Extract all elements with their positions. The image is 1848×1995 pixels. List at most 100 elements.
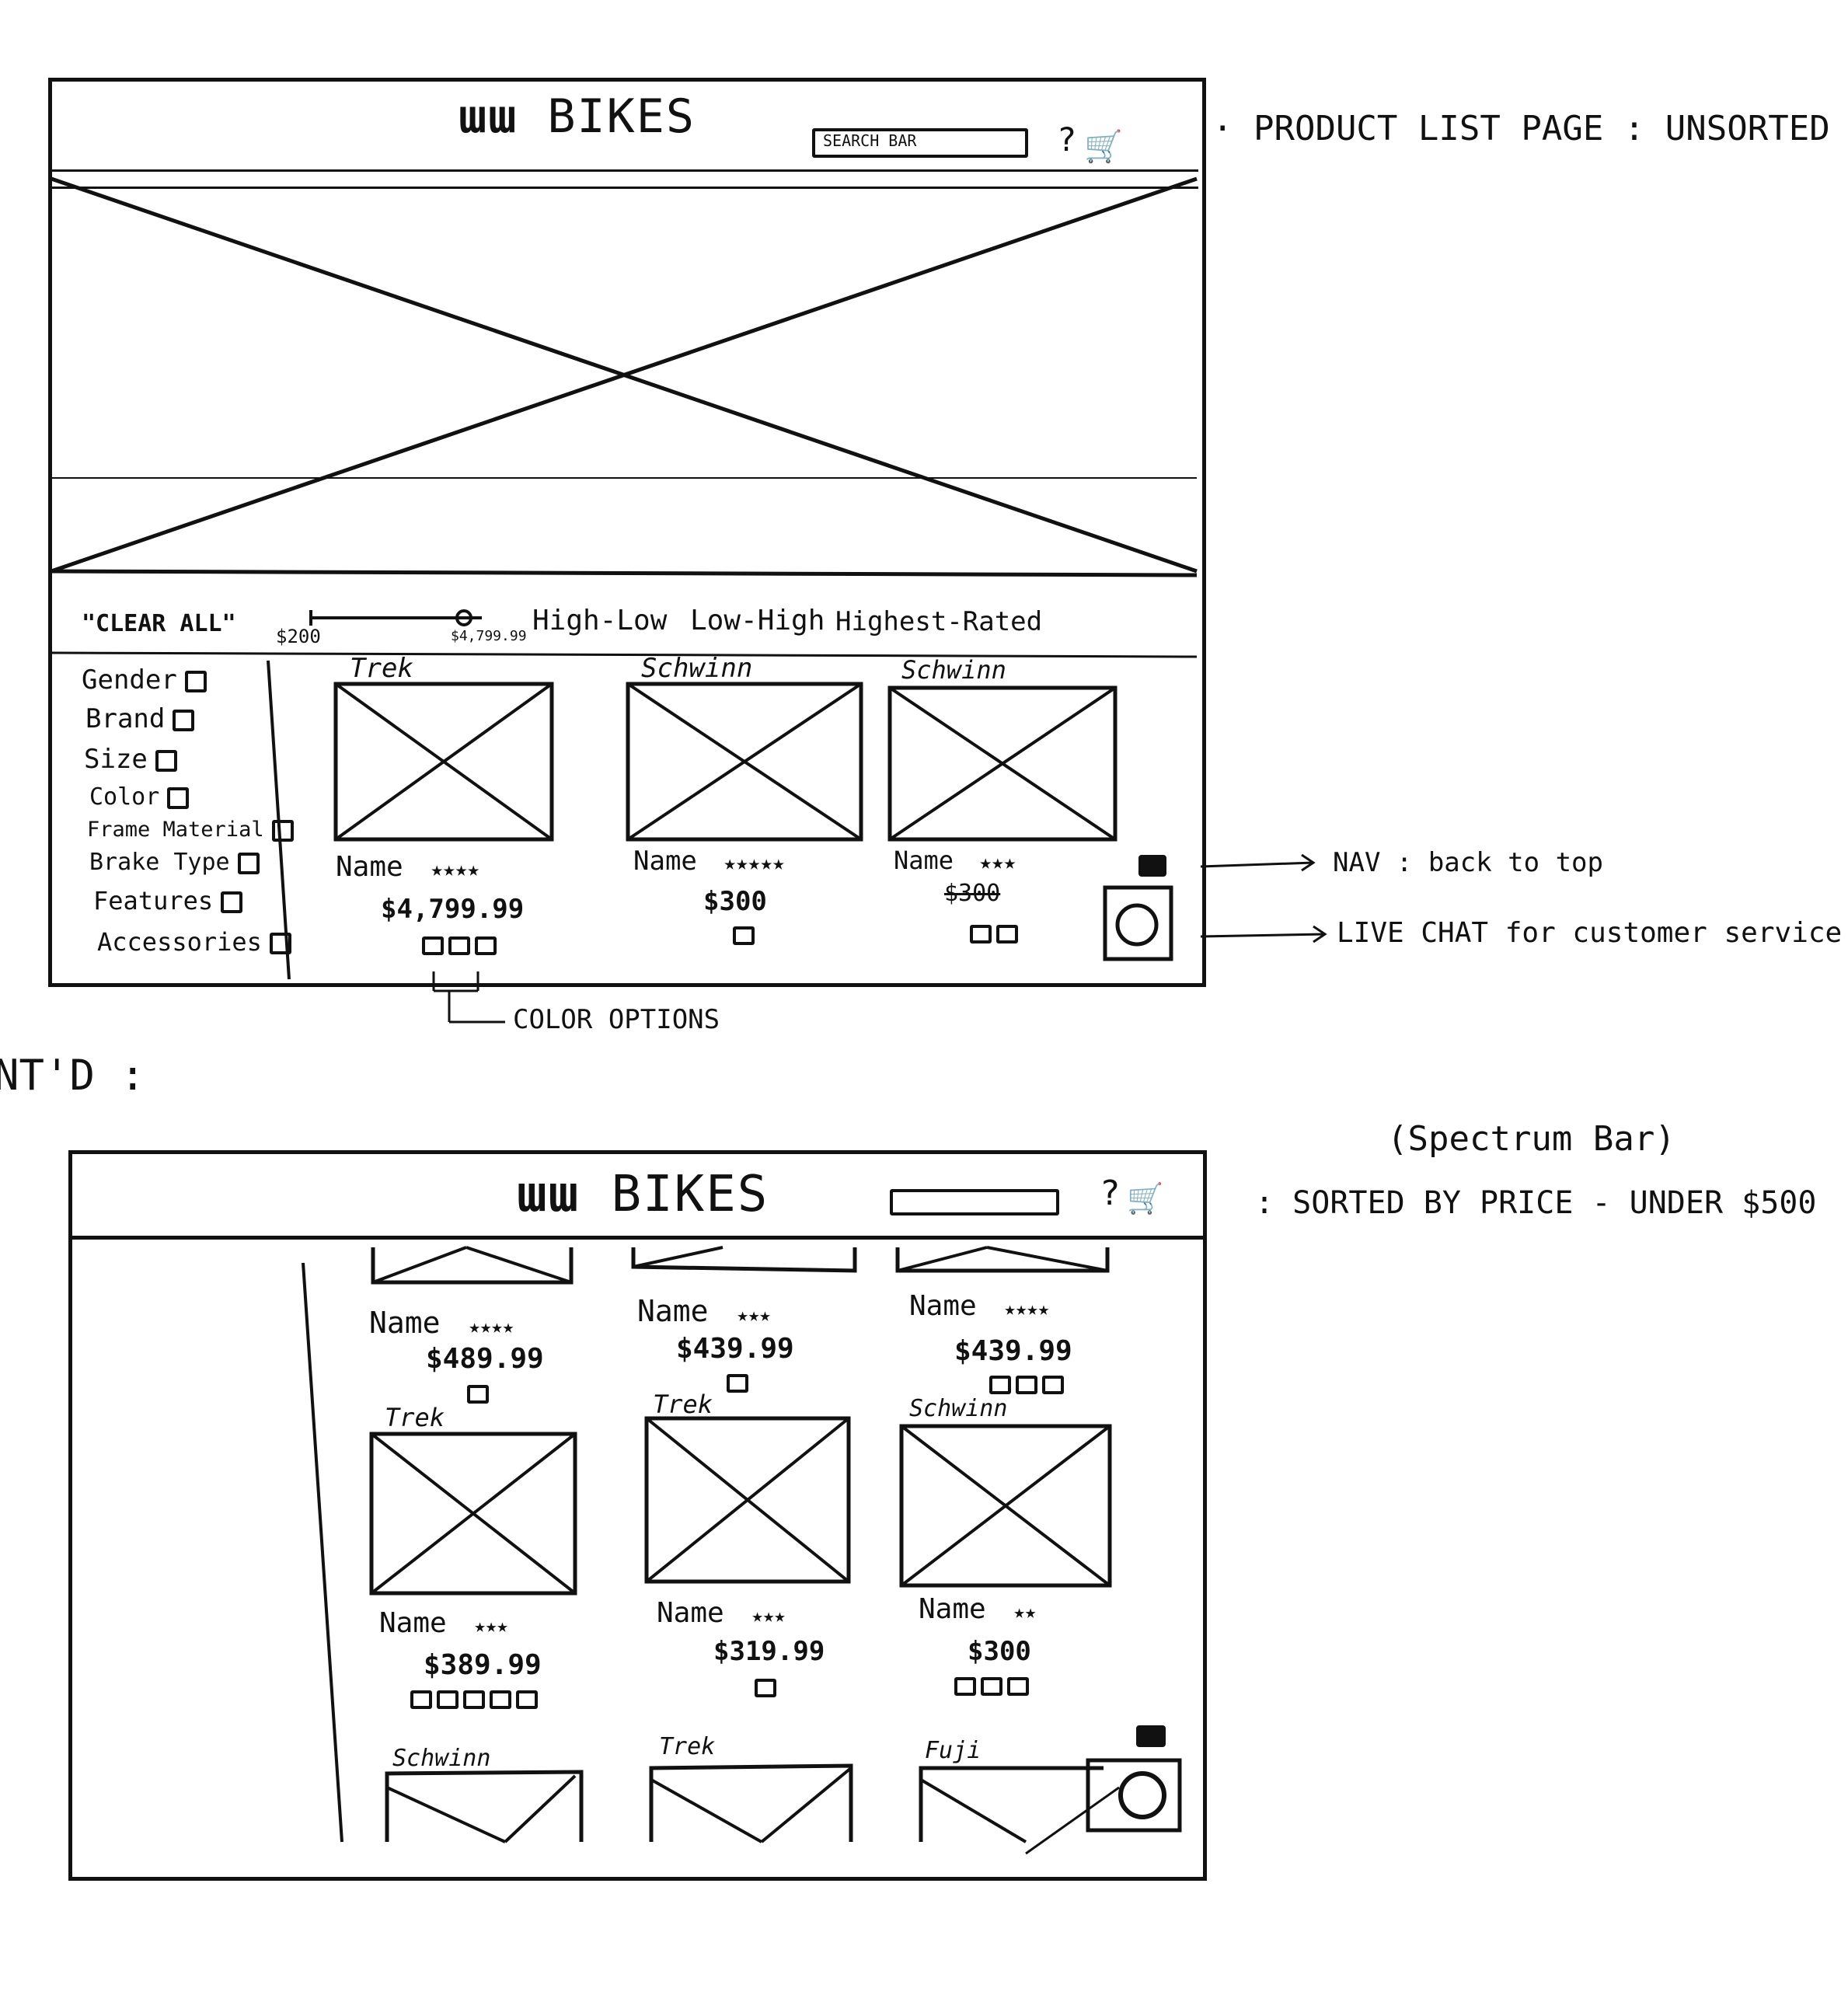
- header-divider: [48, 169, 1198, 172]
- color-swatch[interactable]: [954, 1677, 976, 1696]
- product-price: $4,799.99: [381, 894, 525, 925]
- color-swatch[interactable]: [733, 926, 755, 945]
- rating-stars: ★★★: [751, 1605, 786, 1627]
- color-options[interactable]: [952, 1677, 1031, 1699]
- color-swatch[interactable]: [437, 1690, 459, 1709]
- color-options[interactable]: [465, 1385, 491, 1407]
- filter-accessories[interactable]: Accessories: [97, 927, 291, 957]
- color-swatch[interactable]: [490, 1690, 511, 1709]
- price-slider-max: $4,799.99: [451, 628, 527, 644]
- continued-note: NT'D :: [0, 1051, 146, 1100]
- color-swatch[interactable]: [475, 936, 497, 955]
- spectrum-note: (Spectrum Bar): [1387, 1119, 1675, 1159]
- sort-highest-rated[interactable]: Highest-Rated: [835, 606, 1043, 637]
- rating-stars: ★★★★: [469, 1316, 514, 1338]
- product-brand: Schwinn: [392, 1745, 491, 1772]
- logo-mark-icon: ɯɯ: [459, 89, 518, 144]
- sort-low-high[interactable]: Low-High: [690, 605, 825, 637]
- back-to-top-button[interactable]: [1138, 855, 1166, 877]
- color-options[interactable]: [724, 1374, 751, 1396]
- color-swatch[interactable]: [1042, 1376, 1064, 1394]
- rating-stars: ★★: [1013, 1601, 1037, 1623]
- color-swatch[interactable]: [989, 1376, 1011, 1394]
- filter-frame-material[interactable]: Frame Material: [87, 818, 294, 842]
- product-price: $439.99: [676, 1333, 794, 1365]
- color-options[interactable]: [752, 1679, 779, 1700]
- color-swatch[interactable]: [516, 1690, 538, 1709]
- product-brand: Fuji: [925, 1737, 982, 1764]
- color-swatch[interactable]: [463, 1690, 485, 1709]
- color-options[interactable]: [730, 926, 757, 948]
- color-swatch[interactable]: [448, 936, 470, 955]
- live-chat-icon[interactable]: [1105, 888, 1171, 959]
- filter-brake-type[interactable]: Brake Type: [89, 849, 260, 876]
- logo-mark-icon: ɯɯ: [517, 1166, 581, 1223]
- product-name[interactable]: Name ★★★★★: [633, 846, 785, 877]
- color-swatch[interactable]: [727, 1374, 748, 1393]
- product-name[interactable]: Name ★★★★: [369, 1306, 514, 1340]
- product-price: $489.99: [426, 1343, 544, 1375]
- filter-gender[interactable]: Gender: [82, 664, 207, 696]
- product-price: $319.99: [713, 1636, 825, 1667]
- color-swatch[interactable]: [1007, 1677, 1029, 1696]
- color-swatch[interactable]: [755, 1679, 776, 1697]
- checkbox-icon[interactable]: [237, 852, 260, 874]
- filter-brand[interactable]: Brand: [85, 703, 195, 734]
- color-swatch[interactable]: [410, 1690, 432, 1709]
- product-brand: Trek: [653, 1390, 713, 1419]
- checkbox-icon[interactable]: [271, 819, 294, 842]
- product-name[interactable]: Name ★★★: [894, 846, 1016, 875]
- back-to-top-button[interactable]: [1136, 1725, 1166, 1747]
- filter-color[interactable]: Color: [89, 783, 190, 811]
- product-brand: Schwinn: [909, 1395, 1008, 1422]
- logo-bikes[interactable]: ɯɯ BIKES: [517, 1166, 769, 1223]
- color-swatch[interactable]: [981, 1677, 1002, 1696]
- product-name[interactable]: Name ★★★★: [909, 1290, 1050, 1322]
- color-options-note: COLOR OPTIONS: [513, 1004, 720, 1035]
- filter-features[interactable]: Features: [93, 886, 243, 916]
- product-name[interactable]: Name ★★: [919, 1593, 1037, 1625]
- product-name[interactable]: Name ★★★★: [336, 851, 480, 883]
- checkbox-icon[interactable]: [221, 891, 243, 913]
- logo-bikes[interactable]: ɯɯ BIKES: [459, 89, 696, 144]
- color-options[interactable]: [408, 1690, 540, 1712]
- checkbox-icon[interactable]: [269, 933, 291, 954]
- product-name[interactable]: Name ★★★: [657, 1597, 786, 1629]
- product-price-strike: $300: [944, 880, 1001, 907]
- help-icon[interactable]: ?: [1057, 120, 1077, 159]
- product-price: $300: [703, 886, 767, 917]
- header-divider: [68, 1236, 1203, 1240]
- filter-size[interactable]: Size: [84, 744, 177, 775]
- color-options[interactable]: [420, 936, 499, 958]
- color-swatch[interactable]: [422, 936, 444, 955]
- product-brand: Schwinn: [901, 655, 1006, 685]
- rating-stars: ★★★: [737, 1304, 771, 1326]
- checkbox-icon[interactable]: [184, 670, 207, 692]
- sort-high-low[interactable]: High-Low: [532, 605, 668, 637]
- rating-stars: ★★★: [979, 851, 1016, 874]
- product-name[interactable]: Name ★★★: [379, 1607, 508, 1639]
- live-chat-icon[interactable]: [1088, 1760, 1180, 1830]
- clear-all-button[interactable]: "CLEAR ALL": [82, 610, 236, 637]
- cart-icon[interactable]: 🛒: [1084, 129, 1123, 165]
- help-icon[interactable]: ?: [1100, 1174, 1121, 1213]
- product-brand: Trek: [350, 653, 413, 684]
- price-slider-min: $200: [276, 626, 321, 647]
- color-options[interactable]: [968, 925, 1020, 947]
- checkbox-icon[interactable]: [167, 786, 190, 809]
- color-options[interactable]: [987, 1376, 1066, 1397]
- color-swatch[interactable]: [467, 1385, 489, 1404]
- checkbox-icon[interactable]: [155, 749, 177, 772]
- color-swatch[interactable]: [996, 925, 1018, 943]
- checkbox-icon[interactable]: [173, 709, 195, 731]
- color-swatch[interactable]: [1016, 1376, 1037, 1394]
- wireframe-unsorted: [48, 78, 1206, 987]
- color-swatch[interactable]: [970, 925, 992, 943]
- search-input[interactable]: SEARCH BAR: [812, 128, 1028, 158]
- search-input[interactable]: [890, 1189, 1059, 1215]
- cart-icon[interactable]: 🛒: [1127, 1181, 1164, 1215]
- rating-stars: ★★★★★: [724, 852, 785, 875]
- product-name[interactable]: Name ★★★: [637, 1294, 771, 1328]
- rating-stars: ★★★★: [431, 858, 480, 881]
